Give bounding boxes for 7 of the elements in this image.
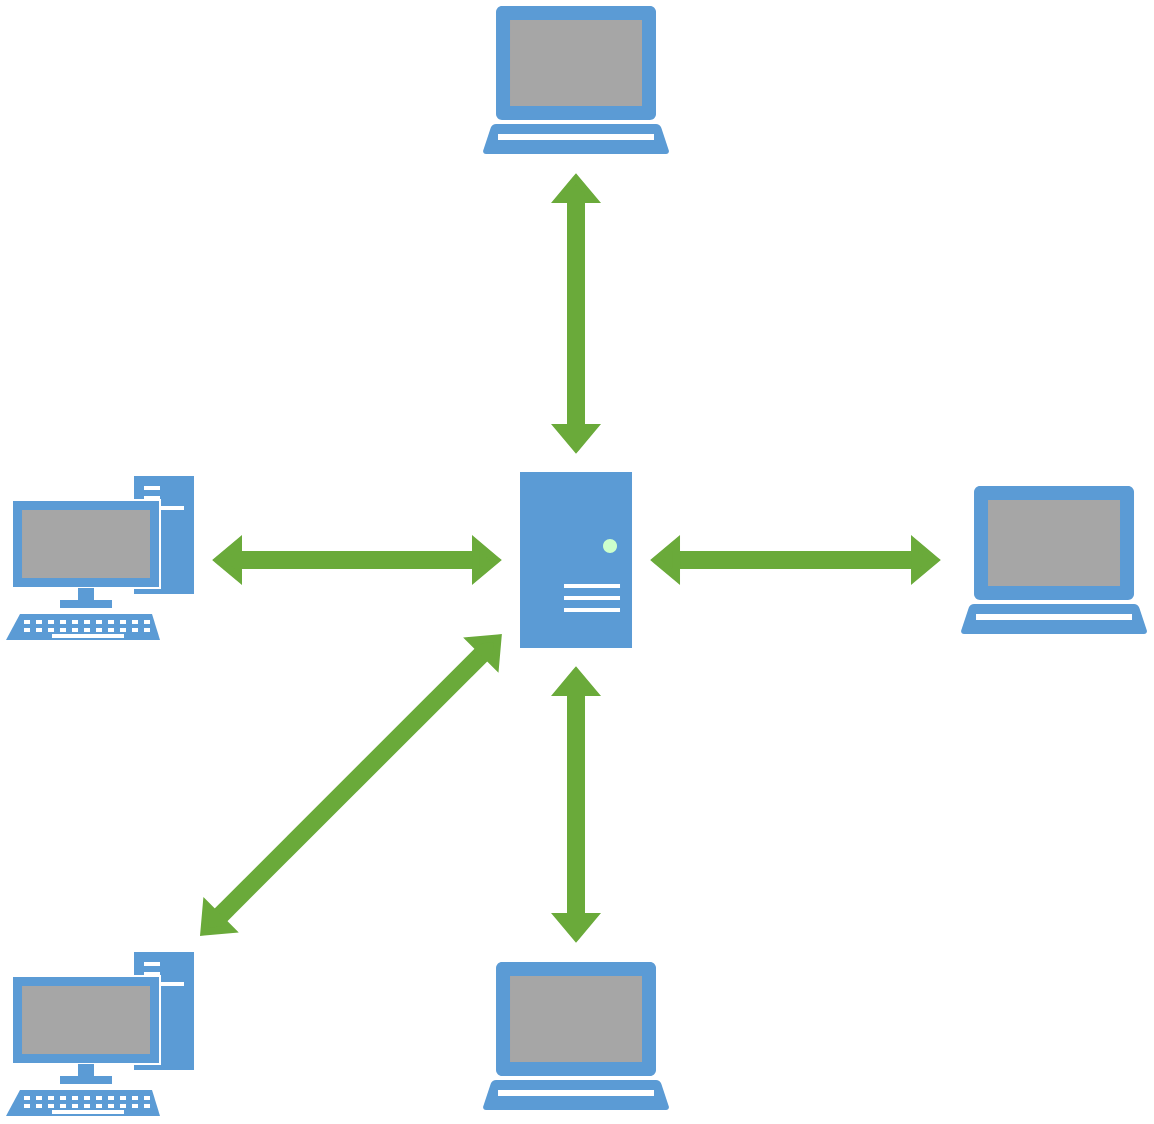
laptop-icon xyxy=(483,962,669,1110)
double-arrow xyxy=(200,634,502,936)
laptop-icon xyxy=(961,486,1147,634)
desktop-computer-icon xyxy=(6,952,194,1116)
laptop-icon xyxy=(483,6,669,154)
server-icon xyxy=(520,472,632,648)
desktop-computer-icon xyxy=(6,476,194,640)
